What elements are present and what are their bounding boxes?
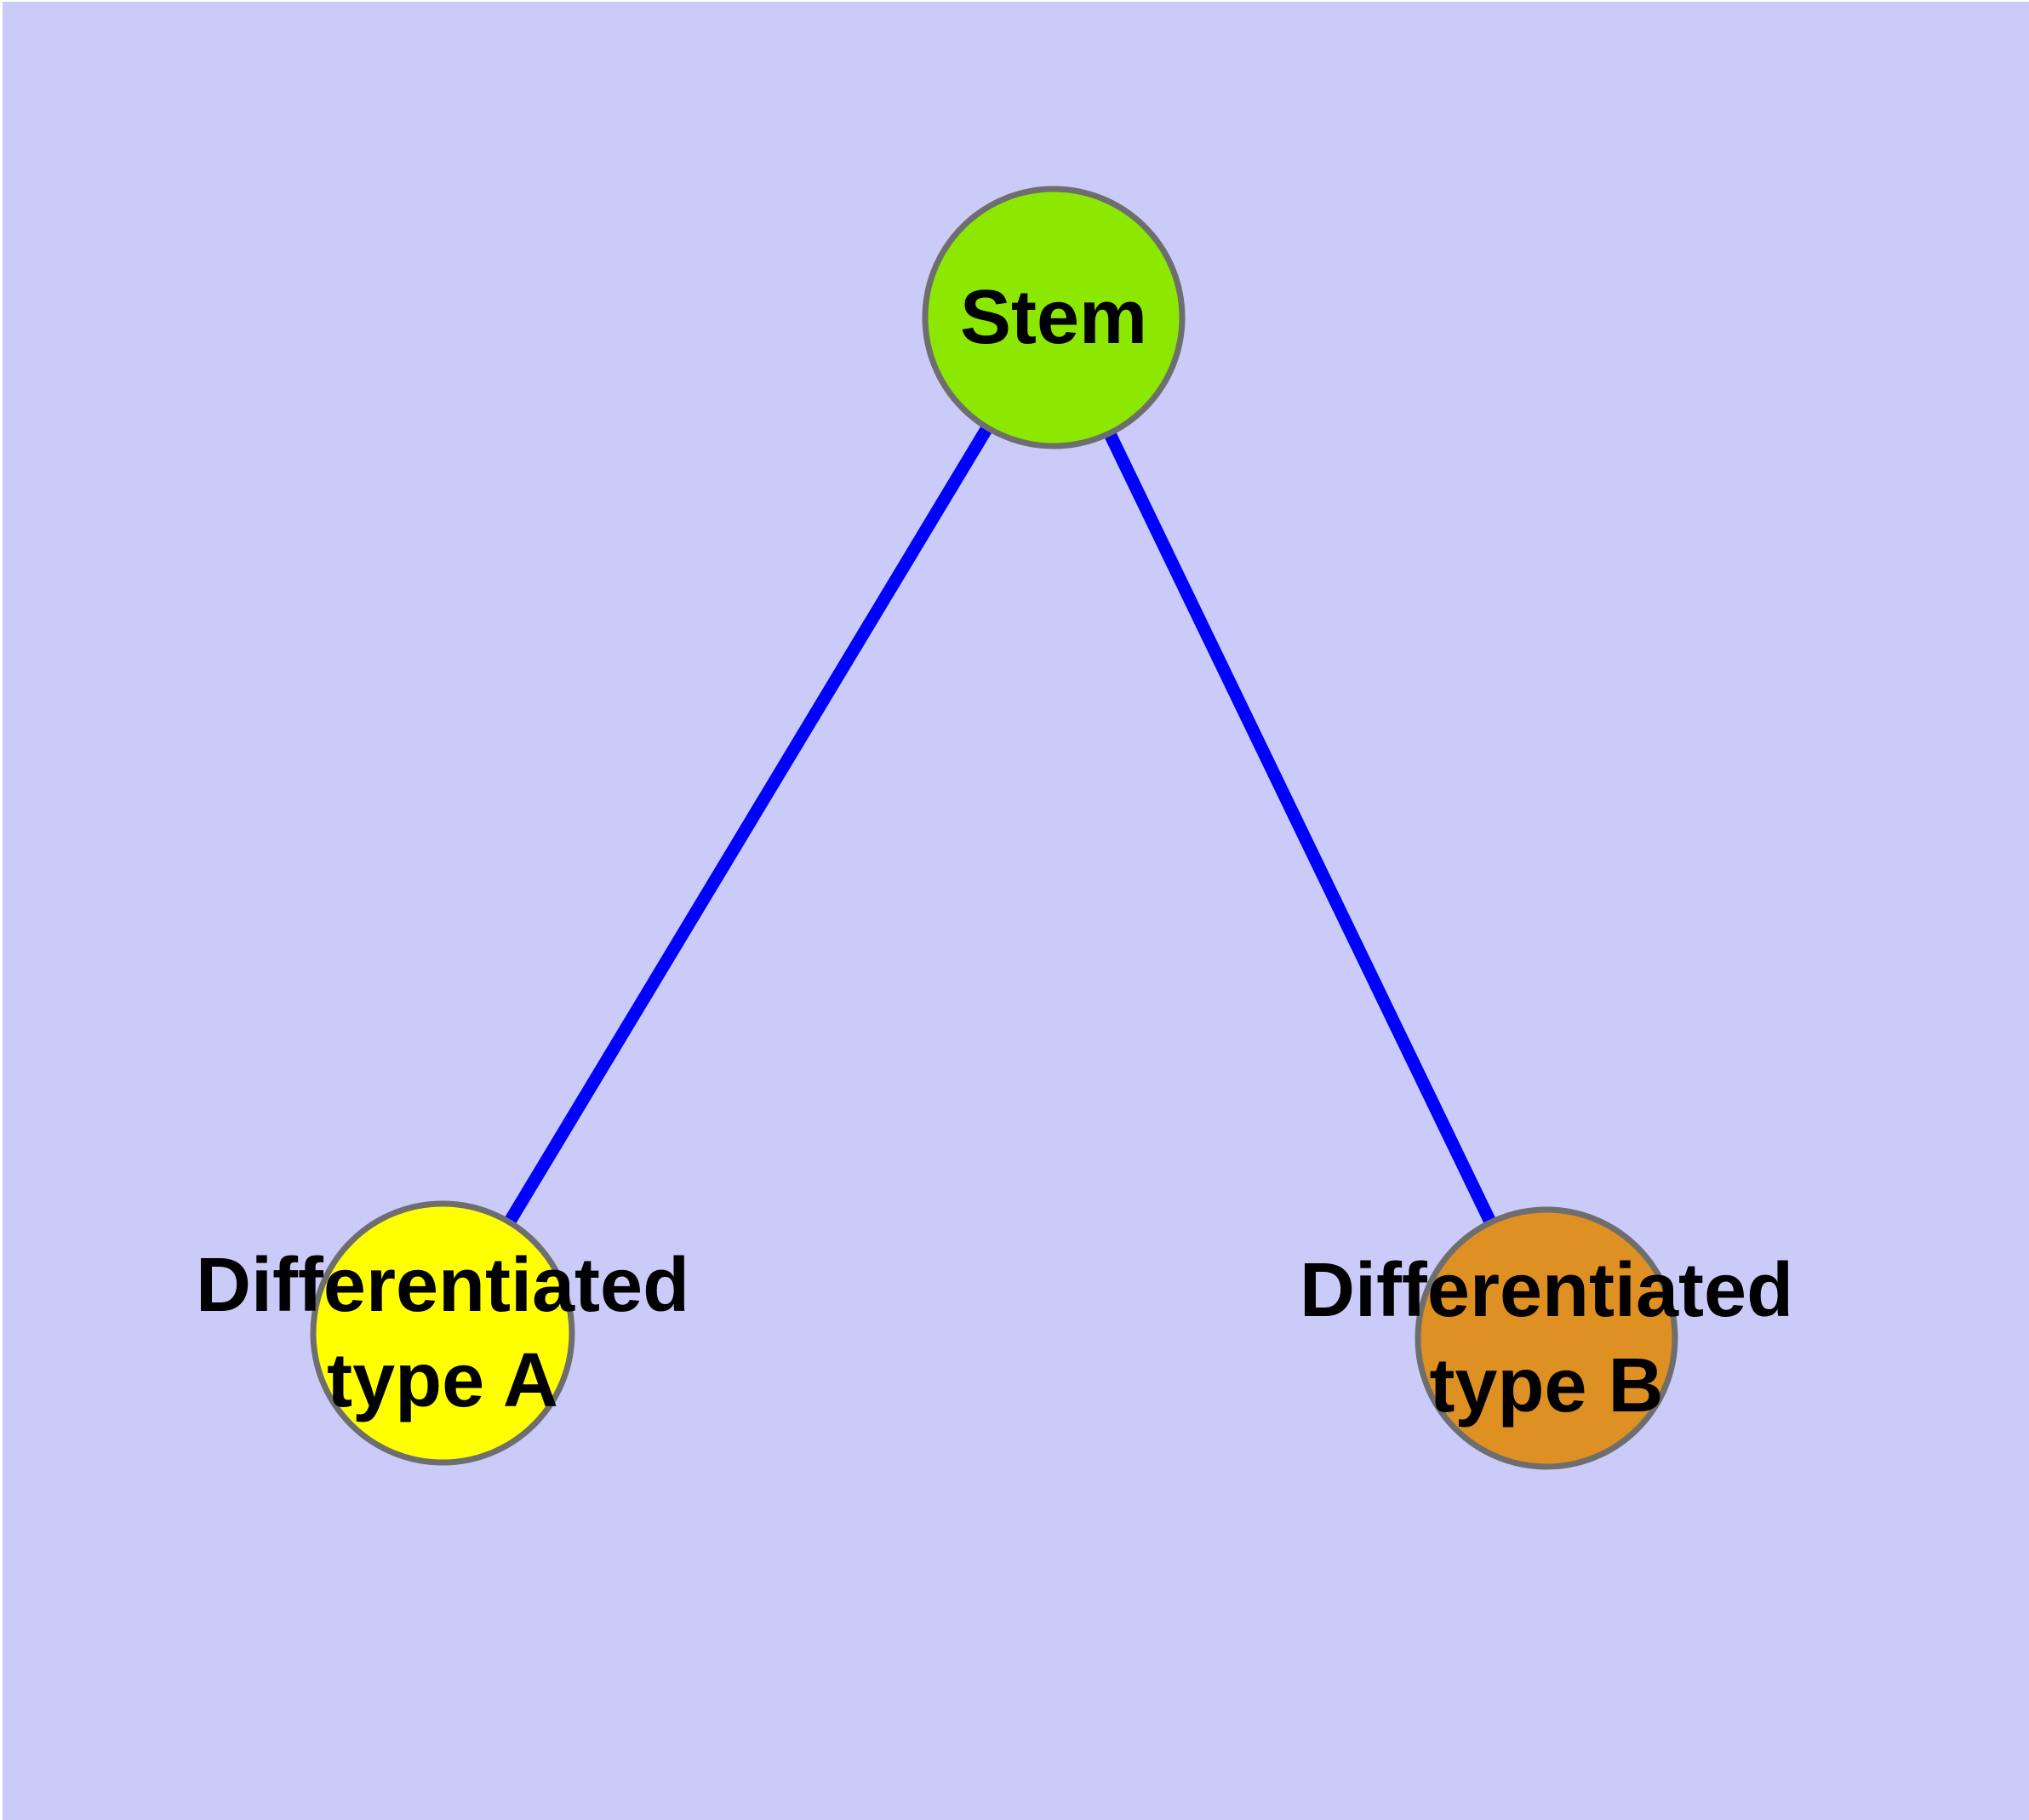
node-label-stem: Stem [959, 275, 1148, 360]
node-circle-differentiated-type-b [1415, 1206, 1678, 1470]
node-circle-differentiated-type-a [310, 1200, 575, 1466]
edge-stem-to-type-a [437, 314, 1060, 1336]
frame-highlight-left [0, 0, 3, 1820]
frame-highlight-top [0, 0, 2029, 2]
node-label-differentiated-type-a: Differentiated type A [195, 1243, 690, 1423]
node-label-differentiated-type-b: Differentiated type B [1299, 1248, 1794, 1428]
edge-stem-to-type-b [1048, 314, 1552, 1342]
node-circle-stem [922, 186, 1186, 449]
